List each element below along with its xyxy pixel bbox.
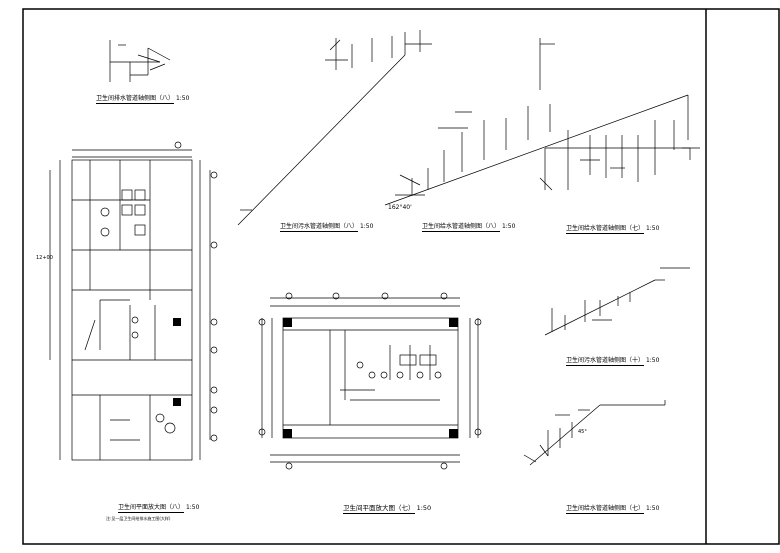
caption-supply-7-scale: 1:50 (645, 505, 660, 512)
caption-supply-8: 卫生间给水管道轴侧图（八） 1:50 (422, 223, 516, 232)
caption-drain-8-scale: 1:50 (175, 95, 190, 102)
floor-plan-7 (258, 292, 482, 470)
caption-drain-8: 卫生间排水管道轴侧图（八） 1:50 (96, 95, 190, 104)
plan-8-note: 注:见一层卫生间给排水施工图(大样) (106, 516, 171, 521)
caption-supply-7: 卫生间给水管道轴侧图（七） 1:50 (566, 505, 660, 514)
caption-supply-7-title: 卫生间给水管道轴侧图（七） (566, 505, 645, 514)
elevation-label: 12+00 (36, 255, 53, 261)
caption-plan-8: 卫生间平面放大图（八） 1:50 (118, 504, 200, 513)
caption-plan-8-title: 卫生间平面放大图（八） (118, 504, 185, 513)
drain-iso-8b (237, 30, 555, 226)
caption-drain-8b: 卫生间污水管道轴侧图（八） 1:50 (280, 223, 374, 232)
supply-iso-7-top (539, 120, 700, 191)
caption-supply-8-title: 卫生间给水管道轴侧图（八） (422, 223, 501, 232)
caption-supply-8-scale: 1:50 (501, 223, 516, 230)
caption-plan-8-scale: 1:50 (185, 504, 200, 511)
caption-supply-7-top-scale: 1:50 (645, 225, 660, 232)
caption-plan-7: 卫生间平面放大图（七） 1:50 (343, 504, 432, 514)
supply-iso-8 (384, 94, 689, 206)
supply-iso-7 (523, 400, 666, 466)
caption-drain-10-scale: 1:50 (645, 357, 660, 364)
caption-plan-7-title: 卫生间平面放大图（七） (343, 504, 415, 514)
drain-iso-8 (109, 40, 171, 82)
floor-plan-8 (49, 141, 218, 461)
drain-iso-10 (544, 267, 690, 336)
caption-drain-10: 卫生间污水管道轴侧图（十） 1:50 (566, 357, 660, 366)
caption-supply-7-top-title: 卫生间给水管道轴侧图（七） (566, 225, 645, 234)
caption-plan-7-scale: 1:50 (416, 504, 432, 512)
angle-small-label: 45° (578, 429, 587, 435)
caption-drain-8b-title: 卫生间污水管道轴侧图（八） (280, 223, 359, 232)
caption-drain-8-title: 卫生间排水管道轴侧图（八） (96, 95, 175, 104)
plan-7-columns (283, 318, 458, 438)
caption-supply-7-top: 卫生间给水管道轴侧图（七） 1:50 (566, 225, 660, 234)
angle-label: 162°40' (388, 204, 412, 211)
plan-8-columns (173, 318, 181, 406)
sheet-border (22, 8, 780, 545)
caption-drain-10-title: 卫生间污水管道轴侧图（十） (566, 357, 645, 366)
caption-drain-8b-scale: 1:50 (359, 223, 374, 230)
